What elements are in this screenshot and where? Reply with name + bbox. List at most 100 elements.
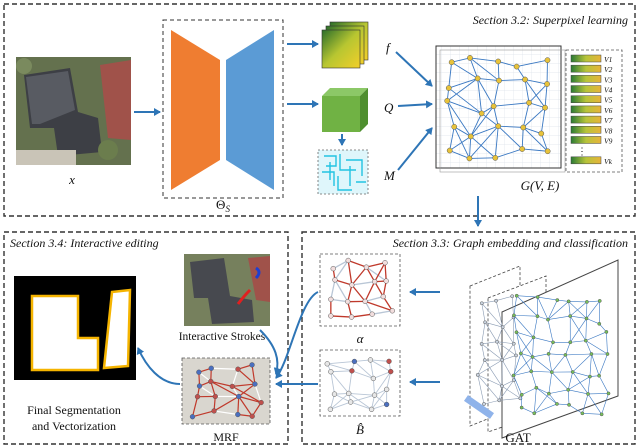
- graph-edge: [585, 318, 587, 341]
- graph-edge: [232, 385, 262, 404]
- graph-edge: [521, 387, 537, 395]
- graph-edge: [521, 127, 524, 150]
- graph-edge: [516, 331, 534, 338]
- vertex-feature-bar: [570, 64, 602, 73]
- graph-node: [236, 393, 242, 400]
- graph-node: [495, 339, 499, 344]
- graph-edge: [586, 300, 600, 319]
- graph-edge: [589, 353, 592, 377]
- graph-edge: [496, 341, 517, 356]
- graph-node: [482, 358, 487, 362]
- graph-edge: [551, 354, 566, 373]
- graph-edge: [548, 393, 558, 405]
- graph-edge: [598, 353, 608, 376]
- feature-m-superpixel-map: [317, 149, 369, 195]
- graph-node: [475, 373, 480, 377]
- graph-node: [568, 340, 573, 345]
- graph-edge: [516, 332, 533, 358]
- graph-edge: [483, 400, 500, 405]
- graph-edge: [371, 389, 388, 410]
- graph-node: [500, 384, 504, 389]
- graph-edge: [569, 315, 587, 341]
- graph-node: [532, 411, 537, 416]
- vertex-feature-bar: [570, 95, 602, 103]
- graph-edge: [544, 83, 548, 108]
- graph-edge: [568, 376, 591, 391]
- graph-edge: [513, 375, 523, 395]
- graph-edge: [572, 371, 591, 377]
- graph-node: [370, 375, 377, 382]
- graph-edge: [587, 393, 602, 415]
- graph-edge: [572, 353, 592, 373]
- gat-back-graph: [475, 294, 523, 406]
- graph-edge: [449, 126, 455, 151]
- graph-edge: [501, 359, 515, 381]
- graph-node: [482, 402, 486, 406]
- graph-edge: [481, 303, 503, 328]
- graph-edge: [231, 369, 239, 387]
- graph-node: [500, 325, 505, 330]
- graph-node: [446, 147, 453, 154]
- final-label-line2: and Vectorization: [32, 419, 116, 433]
- graph-node: [383, 401, 390, 408]
- graph-edge: [211, 367, 238, 370]
- graph-edge: [524, 79, 530, 103]
- graph-edge: [572, 371, 589, 395]
- graph-edge: [477, 359, 485, 376]
- graph-edge: [327, 363, 353, 372]
- graph-edge: [582, 393, 589, 414]
- final-label-line1: Final Segmentation: [27, 403, 121, 417]
- vertex-feature-bar: [570, 85, 602, 93]
- graph-edge: [374, 262, 386, 283]
- graph-edge: [446, 78, 478, 102]
- graph-edge: [547, 319, 554, 343]
- graph-edge: [516, 59, 548, 68]
- graph-edge: [477, 359, 503, 376]
- graph-edge: [523, 127, 542, 134]
- graph-node: [534, 385, 539, 390]
- graph-node: [497, 398, 502, 403]
- graph-edge: [496, 341, 503, 361]
- graph-edge: [513, 295, 518, 316]
- graph-edge: [372, 378, 375, 396]
- graph-edge: [351, 284, 366, 302]
- graph-node: [478, 110, 485, 117]
- graph-node: [567, 402, 571, 407]
- graph-node: [529, 369, 534, 374]
- arrow-q-graph: [397, 100, 433, 109]
- graph-edge: [533, 337, 554, 343]
- graph-node: [519, 405, 524, 410]
- graph-edge: [588, 393, 609, 395]
- graph-edge: [530, 371, 537, 388]
- superpixel-section-box: [3, 3, 636, 217]
- graph-edge: [448, 77, 478, 89]
- graph-edge: [494, 126, 499, 158]
- graph-edge: [493, 106, 499, 127]
- graph-edge: [192, 410, 215, 418]
- graph-edge: [330, 315, 352, 318]
- graph-node: [249, 362, 255, 368]
- graph-node: [371, 392, 378, 398]
- graph-node: [345, 299, 351, 305]
- graph-edge: [470, 113, 483, 137]
- graph-edge: [513, 380, 521, 399]
- graph-edge: [513, 315, 538, 317]
- graph-edge: [350, 394, 375, 403]
- graph-edge: [470, 125, 499, 137]
- graph-node: [538, 130, 545, 137]
- graph-edge: [548, 342, 554, 354]
- graph-edge: [351, 313, 373, 318]
- graph-edge: [516, 332, 522, 354]
- graph-edge: [524, 79, 546, 108]
- graph-edge: [477, 374, 503, 387]
- graph-node: [514, 293, 519, 298]
- graph-edge: [191, 396, 199, 417]
- graph-edge: [332, 259, 349, 270]
- graph-edge: [469, 157, 496, 159]
- graph-node: [496, 77, 502, 84]
- graph-edge: [551, 371, 569, 390]
- graph-label: G(V, E): [521, 178, 560, 193]
- graph-edge: [585, 331, 607, 341]
- graph-edge: [366, 266, 387, 282]
